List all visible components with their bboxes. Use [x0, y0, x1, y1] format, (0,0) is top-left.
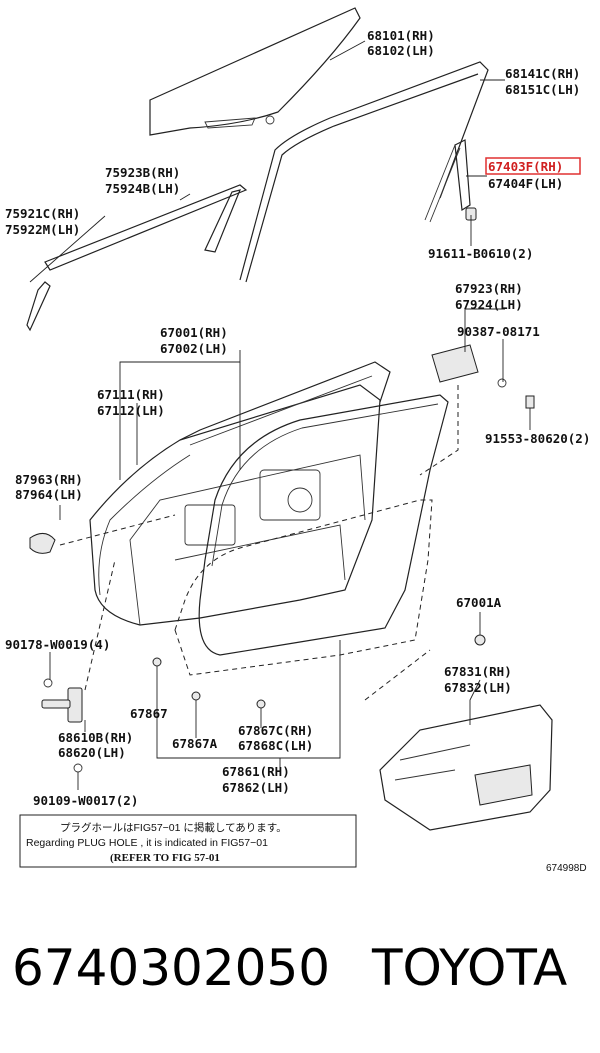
label-87963: 87963(RH): [15, 472, 83, 487]
label-67832: 67832(LH): [444, 680, 512, 695]
label-90178: 90178-W0019(4): [5, 637, 110, 652]
label-67403f[interactable]: 67403F(RH): [488, 159, 563, 174]
dashed-leader-hinge: [84, 559, 116, 691]
door-hinge-upper: [431, 344, 535, 409]
label-67404f: 67404F(LH): [488, 176, 563, 191]
door-weatherstrip: [198, 394, 449, 656]
label-68620: 68620(LH): [58, 745, 126, 760]
belt-moulding: [26, 184, 248, 332]
dashed-leader-trim: [364, 649, 431, 701]
label-68141c: 68141C(RH): [505, 66, 580, 81]
note-line-refer: (REFER TO FIG 57-01: [110, 852, 220, 864]
footer-part-number: 6740302050: [12, 939, 330, 997]
clip-67867a: [191, 691, 201, 701]
glass-run: [239, 61, 489, 283]
label-75922m: 75922M(LH): [5, 222, 80, 237]
label-90109: 90109-W0017(2): [33, 793, 138, 808]
label-91611: 91611-B0610(2): [428, 246, 533, 261]
note-box: プラグホールはFIG57−01 に掲載してあります。 Regarding PLU…: [19, 814, 357, 868]
label-75924b: 75924B(LH): [105, 181, 180, 196]
label-67924: 67924(LH): [455, 297, 523, 312]
label-68101: 68101(RH): [367, 28, 435, 43]
label-67923: 67923(RH): [455, 281, 523, 296]
clip-67867c: [256, 699, 266, 709]
label-91553: 91553-80620(2): [485, 431, 590, 446]
door-hinge-lower: [41, 678, 83, 773]
division-bar: [424, 139, 477, 223]
label-67001: 67001(RH): [160, 325, 228, 340]
label-67001a: 67001A: [456, 595, 502, 610]
dashed-leader-check: [419, 385, 459, 476]
label-68102: 68102(LH): [367, 43, 435, 58]
dashed-outline: [174, 499, 433, 676]
label-67862: 67862(LH): [222, 780, 290, 795]
highlight-box: [485, 157, 581, 175]
clip-67867: [152, 657, 162, 667]
label-67831: 67831(RH): [444, 664, 512, 679]
door-glass: [149, 7, 361, 136]
label-67868c: 67868C(LH): [238, 738, 313, 753]
label-87964: 87964(LH): [15, 487, 83, 502]
label-67112: 67112(LH): [97, 403, 165, 418]
label-67867a: 67867A: [172, 736, 218, 751]
dashed-leader-plug: [59, 514, 176, 546]
door-plug: [29, 533, 56, 554]
label-68610b: 68610B(RH): [58, 730, 133, 745]
label-75923b: 75923B(RH): [105, 165, 180, 180]
label-67867: 67867: [130, 706, 168, 721]
part-labels: 68101(RH) 68102(LH) 68141C(RH) 68151C(LH…: [5, 28, 590, 808]
label-68151c: 68151C(LH): [505, 82, 580, 97]
note-line-japanese: プラグホールはFIG57−01 に掲載してあります。: [60, 821, 287, 834]
label-90387: 90387-08171: [457, 324, 540, 339]
door-trim-panel: [379, 704, 553, 831]
figure-code: 674998D: [546, 863, 587, 874]
label-75921c: 75921C(RH): [5, 206, 80, 221]
label-67111: 67111(RH): [97, 387, 165, 402]
bolt-67001a: [474, 634, 486, 646]
footer-brand: TOYOTA: [371, 939, 567, 997]
label-67867c: 67867C(RH): [238, 723, 313, 738]
leader-lines: [29, 40, 531, 790]
door-panel: [89, 361, 391, 626]
label-67002: 67002(LH): [160, 341, 228, 356]
note-line-english: Regarding PLUG HOLE , it is indicated in…: [26, 837, 268, 849]
label-67861: 67861(RH): [222, 764, 290, 779]
